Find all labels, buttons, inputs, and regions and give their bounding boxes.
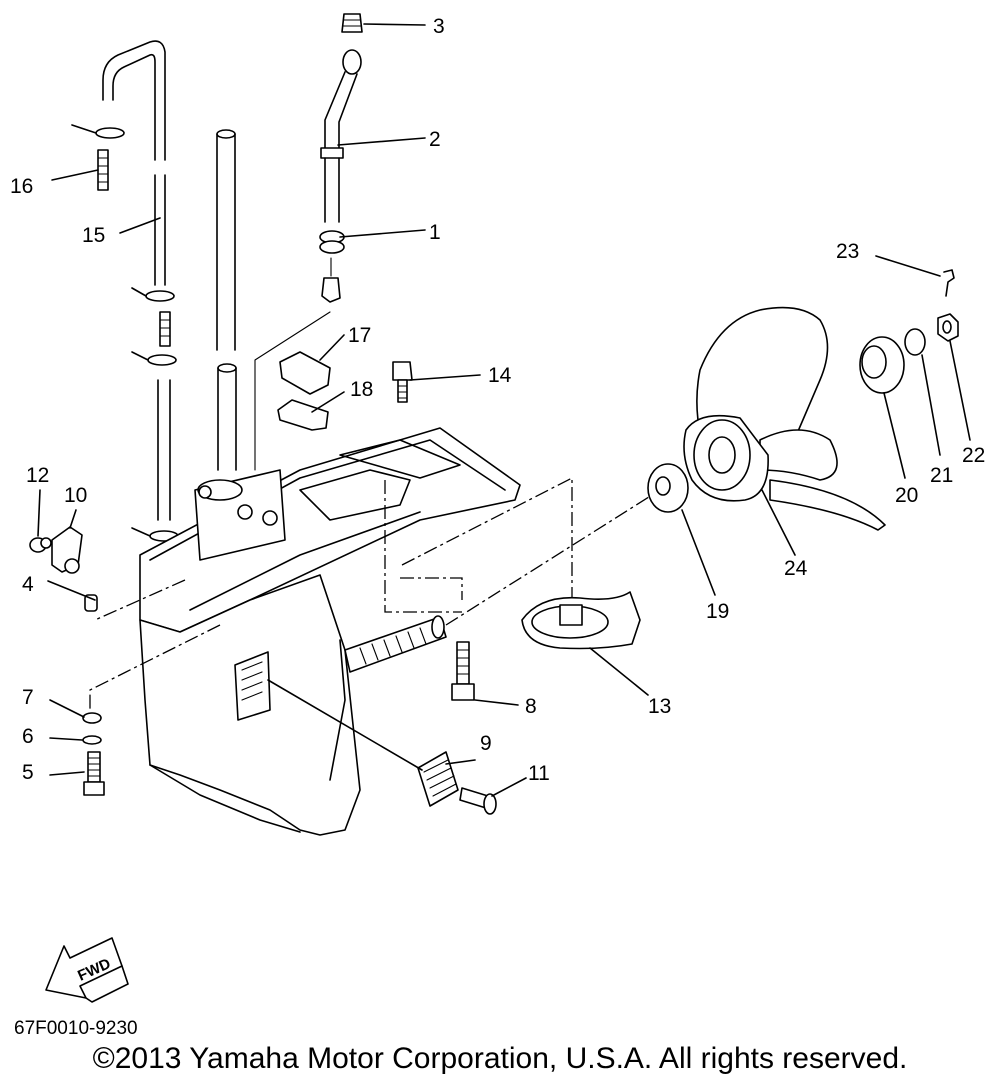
callout-21: 21 bbox=[930, 464, 953, 487]
copyright-notice: ©2013 Yamaha Motor Corporation, U.S.A. A… bbox=[92, 1042, 908, 1075]
plate-part-18 bbox=[277, 399, 329, 431]
callout-3: 3 bbox=[433, 15, 445, 38]
callout-6: 6 bbox=[22, 725, 34, 748]
drawing-code: 67F0010-9230 bbox=[14, 1018, 138, 1039]
callout-18: 18 bbox=[350, 378, 373, 401]
callout-22: 22 bbox=[962, 444, 985, 467]
washer-part-21 bbox=[904, 328, 926, 356]
callout-19: 19 bbox=[706, 600, 729, 623]
callout-20: 20 bbox=[895, 484, 918, 507]
callout-8: 8 bbox=[525, 695, 537, 718]
cover-part-10 bbox=[51, 526, 83, 574]
callout-11: 11 bbox=[528, 762, 550, 785]
leader-lines bbox=[37, 23, 971, 797]
propeller-part-24 bbox=[683, 306, 886, 531]
assembly-lines bbox=[89, 476, 661, 712]
screw-part-11 bbox=[459, 787, 497, 815]
callout-5: 5 bbox=[22, 761, 34, 784]
drive-shaft bbox=[216, 129, 237, 471]
forward-arrow-icon: FWD bbox=[45, 937, 129, 1003]
oil-level-tube-assembly bbox=[254, 13, 363, 471]
callout-7: 7 bbox=[22, 686, 34, 709]
thrust-washer-part-19 bbox=[647, 463, 689, 513]
callout-4: 4 bbox=[22, 573, 34, 596]
trim-tab-part-13 bbox=[521, 591, 641, 650]
callout-numbers: 1 2 3 4 5 6 7 8 9 10 11 12 13 14 15 16 1… bbox=[10, 15, 985, 785]
grommet-part-12 bbox=[29, 537, 52, 553]
washer-part-6 bbox=[82, 735, 102, 745]
bolt-part-14 bbox=[392, 361, 413, 403]
bolt-part-5 bbox=[83, 751, 105, 796]
callout-9: 9 bbox=[480, 732, 492, 755]
bolt-part-8 bbox=[451, 641, 475, 701]
lower-case bbox=[139, 427, 521, 836]
seal-part-17 bbox=[279, 351, 331, 395]
cotter-pin-part-23 bbox=[943, 269, 955, 297]
callout-17: 17 bbox=[348, 324, 371, 347]
callout-12: 12 bbox=[26, 464, 49, 487]
callout-16: 16 bbox=[10, 175, 33, 198]
callout-1: 1 bbox=[429, 221, 441, 244]
nut-part-22 bbox=[937, 313, 959, 342]
spacer-part-20 bbox=[859, 336, 905, 394]
callout-14: 14 bbox=[488, 364, 512, 387]
callout-10: 10 bbox=[64, 484, 87, 507]
callout-23: 23 bbox=[836, 240, 859, 263]
water-inlet-cover-part-9 bbox=[417, 751, 459, 807]
callout-2: 2 bbox=[429, 128, 441, 151]
water-hose-assembly bbox=[71, 40, 179, 542]
washer-part-7 bbox=[82, 712, 102, 724]
callout-24: 24 bbox=[784, 557, 808, 580]
callout-15: 15 bbox=[82, 224, 105, 247]
callout-13: 13 bbox=[648, 695, 671, 718]
